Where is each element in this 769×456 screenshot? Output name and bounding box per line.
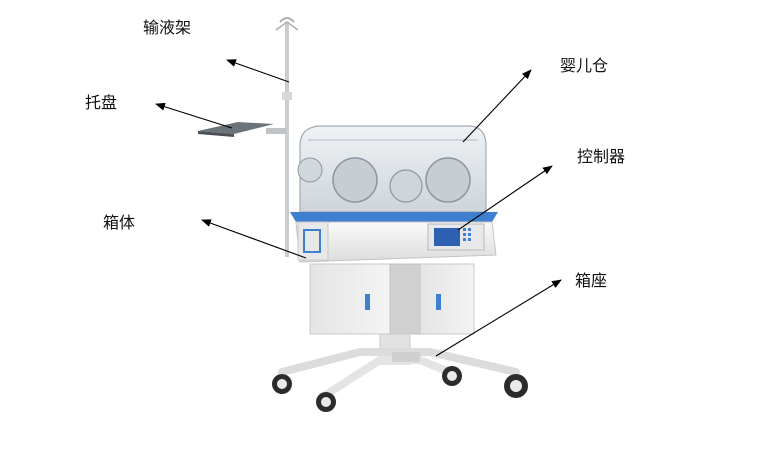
arrow-cabinet: [201, 219, 307, 259]
callout-arrows: [155, 59, 562, 357]
label-infant-chamber: 婴儿仓: [560, 56, 609, 75]
controller-panel: [427, 223, 485, 251]
arrow-tray: [155, 102, 233, 129]
tray: [198, 122, 286, 137]
label-controller: 控制器: [577, 147, 626, 166]
arrow-base: [435, 279, 562, 357]
label-cabinet: 箱体: [103, 213, 136, 232]
arrow-infant-chamber: [462, 69, 532, 143]
mattress-rail: [290, 212, 498, 222]
casters: [272, 366, 528, 412]
base-frame: [278, 333, 520, 400]
arrow-controller: [457, 165, 553, 231]
label-base: 箱座: [575, 271, 608, 290]
label-iv-pole: 输液架: [143, 18, 192, 37]
arrow-iv-pole: [226, 59, 290, 83]
infant-chamber: [297, 125, 487, 213]
storage-cabinets: [309, 263, 475, 335]
label-tray: 托盘: [85, 93, 118, 112]
iv-pole: [275, 17, 299, 257]
